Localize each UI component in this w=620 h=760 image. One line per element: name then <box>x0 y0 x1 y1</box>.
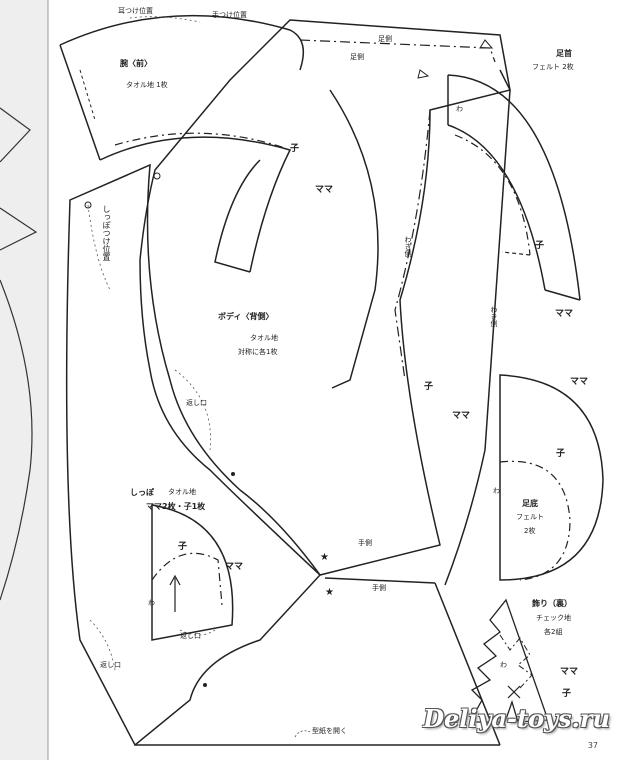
ribbon-child-label: 子 <box>562 689 572 699</box>
body-turn-mouth-label: 返し口 <box>186 399 207 407</box>
body-turn-mouth-mark <box>174 369 211 451</box>
page-fold-shadow <box>0 0 48 760</box>
leg-outline <box>65 163 321 747</box>
foot-notch-marker <box>479 39 494 49</box>
ears-position-label: 耳つけ位置 <box>118 7 153 15</box>
tail-turn-mouth-label: 返し口 <box>180 632 201 640</box>
arm-mama-label: ママ <box>315 185 334 195</box>
tail-arrow-head <box>169 574 181 586</box>
arm-title: 腕〈前〉 <box>120 59 152 68</box>
body-foot-line <box>299 39 496 63</box>
instep-mama-label: ママ <box>555 309 574 319</box>
body-material: タオル地 <box>250 334 278 342</box>
instep-fold-label: わ <box>456 105 463 113</box>
lower-right-edge <box>434 582 501 746</box>
hand-side-label-2: 手側 <box>372 584 386 592</box>
arm-child-label: 子 <box>290 144 300 154</box>
arm-outline-bottom <box>99 136 292 273</box>
arm-material: タオル地 1枚 <box>126 81 168 89</box>
facing-page-piece-3 <box>0 279 33 601</box>
hand-side-edge <box>324 577 436 584</box>
tail-outline <box>151 504 234 641</box>
arm-outline-inner <box>214 159 261 273</box>
body-star-marker: ★ <box>320 552 329 563</box>
arm-outline-top <box>59 14 305 71</box>
instep-inner-curve <box>447 124 546 291</box>
ribbon-count: 各2組 <box>544 628 563 636</box>
sole-child-line <box>499 460 571 581</box>
arm-outline-side <box>59 44 101 161</box>
tail-child-label: 子 <box>178 542 188 552</box>
sole-child-label: 子 <box>556 449 566 459</box>
hand-star-marker: ★ <box>325 587 334 598</box>
body-inner-curve <box>329 89 379 389</box>
ribbon-outline <box>468 598 549 723</box>
body-outline <box>139 19 511 576</box>
watermark: Deliya-toys.ru <box>423 704 610 733</box>
body-dot-marker <box>231 472 235 476</box>
instep-title: 足首 <box>556 49 572 58</box>
facing-page-piece-1 <box>0 107 31 163</box>
tail-material: タオル地 <box>168 488 196 496</box>
foot-side-label-top: 足側 <box>378 35 392 43</box>
ribbon-cross-mark <box>507 685 521 699</box>
tail-position-mark <box>87 204 111 291</box>
ear-dot-marker <box>153 172 161 180</box>
instep-child-end <box>501 251 531 256</box>
instep-bottom-edge <box>544 289 581 301</box>
instep-child-label: 子 <box>535 241 545 251</box>
arm-fold-line <box>79 69 96 121</box>
tail-dot-marker <box>84 201 92 209</box>
tail-position-label: しっぽつけ位置 <box>102 205 111 261</box>
sole-mama-label: ママ <box>570 377 589 387</box>
instep-child-line <box>454 134 531 256</box>
tail-fold-label: わ <box>148 599 155 607</box>
body-child-line <box>394 109 431 381</box>
body-right-lower <box>444 449 486 586</box>
instep-material: フェルト 2枚 <box>532 63 574 71</box>
page-number: 37 <box>587 741 598 750</box>
sole-fold-label: わ <box>493 487 500 495</box>
body-mama-label: ママ <box>452 411 471 421</box>
open-paper-mark <box>294 730 311 738</box>
sole-outline <box>499 374 604 581</box>
ribbon-material: チェック地 <box>536 614 571 622</box>
tail-child-line <box>151 552 223 606</box>
ribbon-mama-label: ママ <box>560 667 579 677</box>
arm-child-line <box>114 132 286 149</box>
ribbon-child-line <box>499 634 533 689</box>
instep-outer-curve <box>447 74 581 301</box>
body-child-label: 子 <box>424 382 434 392</box>
ribbon-title: 飾り（裏） <box>532 599 572 608</box>
tail-title: しっぽ <box>130 488 154 497</box>
sole-count: 2枚 <box>524 527 536 535</box>
ribbon-fold-label: わ <box>500 661 507 669</box>
ears-position-mark <box>129 16 201 23</box>
left-turn-mouth-label: 返し口 <box>100 661 121 669</box>
instep-side-label: わき側 <box>490 306 498 327</box>
body-notch-marker <box>417 69 430 79</box>
leg-dot-marker <box>203 683 207 687</box>
facing-page-piece-2 <box>0 207 38 251</box>
body-title: ボディ〈背側〉 <box>218 312 274 321</box>
hand-side-label-1: 手側 <box>358 539 372 547</box>
hands-position-label: 手つけ位置 <box>212 11 247 19</box>
tail-count: ママ2枚・子1枚 <box>146 502 206 511</box>
sole-material: フェルト <box>516 513 544 521</box>
body-count: 対称に各1枚 <box>238 348 278 356</box>
leg-turn-mouth-mark <box>89 619 116 671</box>
body-right-side-line <box>484 69 511 451</box>
sole-title: 足底 <box>522 499 538 508</box>
body-side-label: わき側 <box>404 236 412 257</box>
open-paper-label: 型紙を開く <box>312 727 347 735</box>
tail-mama-label: ママ <box>225 562 244 572</box>
foot-side-label-2: 足側 <box>350 53 364 61</box>
